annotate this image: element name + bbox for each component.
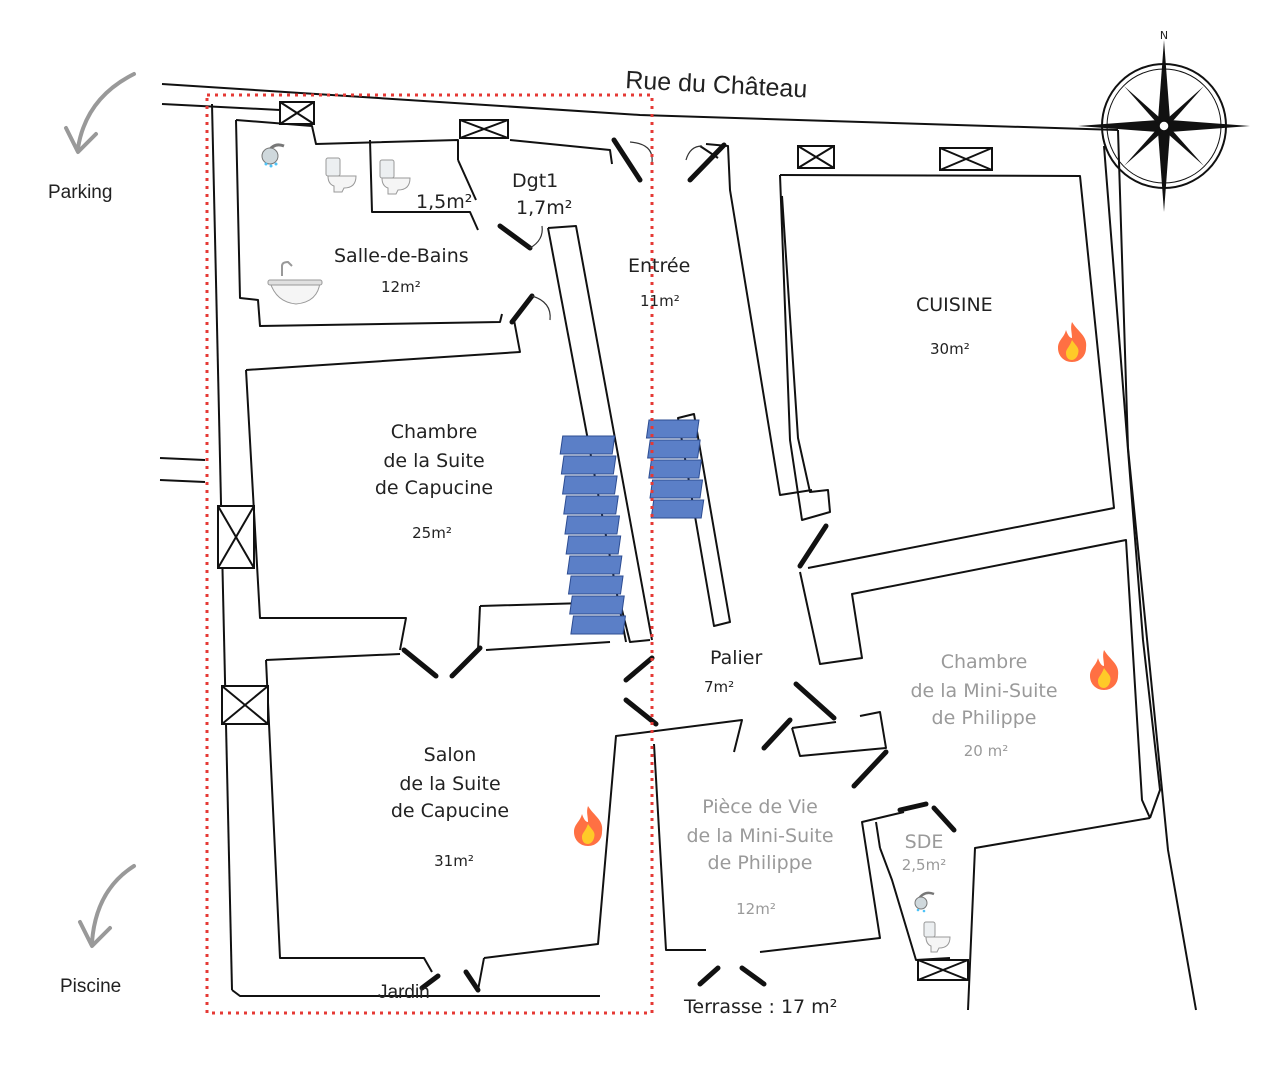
street-label: Rue du Château bbox=[625, 66, 808, 103]
sde-name: SDE bbox=[905, 831, 944, 853]
window bbox=[917, 959, 969, 981]
stair-flight-left bbox=[559, 435, 626, 635]
piece-vie-philippe-line2: de la Mini-Suite bbox=[686, 825, 833, 847]
doors bbox=[401, 137, 957, 993]
piece-vie-philippe-line1: Pièce de Vie bbox=[702, 796, 818, 818]
piscine-label: Piscine bbox=[60, 976, 121, 997]
suite-capucine-highlight bbox=[205, 93, 654, 1015]
chambre-capucine-line2: de la Suite bbox=[383, 450, 484, 472]
window bbox=[939, 147, 993, 171]
salon-capucine-line2: de la Suite bbox=[399, 773, 500, 795]
chambre-philippe-area: 20 m² bbox=[964, 742, 1008, 760]
salle-de-bains-name: Salle-de-Bains bbox=[334, 245, 469, 267]
arrow-curved-icon bbox=[64, 72, 136, 154]
salon-capucine-line3: de Capucine bbox=[391, 800, 509, 822]
arrow-curved-icon bbox=[78, 864, 136, 948]
window bbox=[797, 145, 835, 169]
chambre-philippe-line2: de la Mini-Suite bbox=[910, 680, 1057, 702]
piece-vie-philippe-line3: de Philippe bbox=[708, 852, 813, 874]
window bbox=[459, 119, 509, 139]
bathtub-icon bbox=[267, 260, 323, 305]
cuisine-area: 30m² bbox=[930, 340, 970, 358]
fireplace-icon bbox=[1058, 322, 1087, 362]
chambre-capucine-line3: de Capucine bbox=[375, 477, 493, 499]
sde-area: 2,5m² bbox=[902, 856, 946, 874]
shower-icon bbox=[914, 891, 935, 913]
fireplace-icon bbox=[1090, 650, 1119, 690]
stair-flight-right bbox=[645, 419, 705, 519]
salon-capucine-line1: Salon bbox=[424, 744, 477, 766]
chambre-capucine-line1: Chambre bbox=[391, 421, 478, 443]
wc-area: 1,5m² bbox=[416, 191, 472, 213]
window bbox=[279, 101, 315, 125]
staircase bbox=[559, 413, 731, 635]
toilet-icon bbox=[325, 157, 357, 193]
windows bbox=[217, 101, 993, 981]
palier-area: 7m² bbox=[704, 678, 734, 696]
salle-de-bains-area: 12m² bbox=[381, 278, 421, 296]
compass-rose-icon: N bbox=[1078, 29, 1250, 212]
dgt1-area: 1,7m² bbox=[516, 197, 572, 219]
window bbox=[217, 505, 255, 569]
window bbox=[221, 685, 269, 725]
piece-vie-philippe-area: 12m² bbox=[736, 900, 776, 918]
terrasse-label: Terrasse : 17 m² bbox=[683, 996, 837, 1018]
cuisine-name: CUISINE bbox=[916, 294, 993, 316]
dgt1-name: Dgt1 bbox=[512, 170, 558, 192]
toilet-icon bbox=[923, 921, 951, 953]
shower-icon bbox=[261, 143, 285, 168]
chambre-philippe-line1: Chambre bbox=[941, 651, 1028, 673]
chambre-philippe-line3: de Philippe bbox=[932, 707, 1037, 729]
jardin-label: Jardin bbox=[378, 982, 430, 1003]
compass-north-label: N bbox=[1160, 29, 1168, 42]
salon-capucine-area: 31m² bbox=[434, 852, 474, 870]
entree-name: Entrée bbox=[628, 255, 690, 277]
fireplace-icon bbox=[574, 806, 603, 846]
parking-label: Parking bbox=[48, 182, 112, 203]
palier-name: Palier bbox=[710, 647, 762, 669]
toilet-icon bbox=[379, 159, 411, 195]
entree-area: 11m² bbox=[640, 292, 680, 310]
chambre-capucine-area: 25m² bbox=[412, 524, 452, 542]
